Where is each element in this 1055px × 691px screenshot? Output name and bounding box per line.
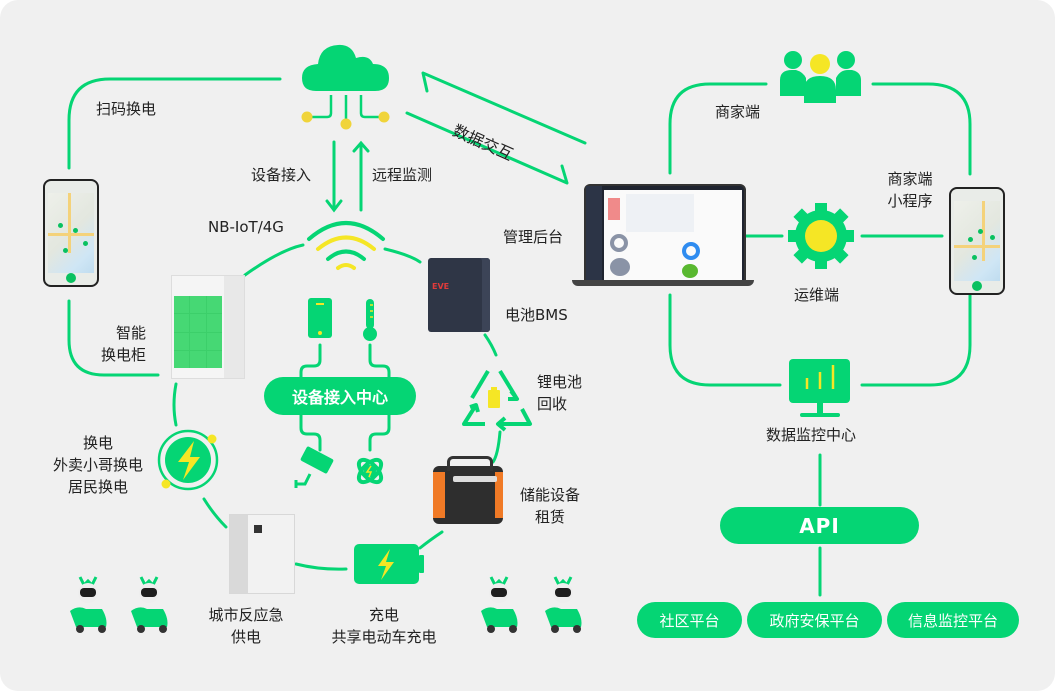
admin-dashboard-laptop (584, 184, 746, 284)
recycle-label: 锂电池 回收 (537, 371, 582, 415)
wire-camera (299, 412, 322, 452)
line-merchant-left (668, 82, 768, 175)
thermometer-icon (363, 299, 377, 341)
cabinet-label: 智能 换电柜 (90, 322, 146, 366)
ring-arc-7 (202, 497, 228, 529)
arrow-exchange-top (421, 71, 587, 145)
device-access-label: 设备接入 (251, 166, 312, 184)
ring-arc-6 (294, 562, 348, 571)
recycle-icon (462, 369, 532, 432)
line-phone-to-cabinet (67, 299, 160, 377)
phone-app-right (949, 187, 1005, 295)
line-monitor-right (860, 288, 972, 387)
wire-phone (299, 343, 322, 380)
mascot-icon (481, 576, 518, 633)
recycle-label-line2: 回收 (537, 395, 568, 413)
mascot-icon (131, 576, 168, 633)
mascot-icon (70, 576, 107, 633)
ring-arc-8 (172, 382, 178, 427)
charge-label: 充电 共享电动车充电 (314, 604, 454, 648)
battery-swap-icon (157, 429, 219, 491)
protocol-label: NB-IoT/4G (208, 218, 284, 236)
swap-label: 换电 外卖小哥换电 居民换电 (38, 432, 158, 498)
ring-arc-1 (243, 243, 305, 277)
portable-power-station (433, 456, 503, 524)
line-monitor-left (668, 293, 782, 387)
recycle-label-line1: 锂电池 (537, 373, 583, 391)
battery-bms-label: 电池BMS (505, 306, 568, 324)
merchant-label: 商家端 (715, 103, 761, 121)
data-monitor-icon (789, 359, 850, 417)
charge-label-line2: 共享电动车充电 (331, 628, 437, 646)
laptop-base (572, 280, 754, 286)
ring-arc-4 (491, 430, 502, 464)
merchant-users-icon (780, 51, 861, 103)
swap-label-line3: 居民换电 (67, 478, 128, 496)
mini-program-line1: 商家端 (887, 170, 933, 188)
platform-community[interactable]: 社区平台 (637, 602, 742, 638)
wifi-icon (307, 221, 385, 270)
bms-battery-pack: EVE (428, 258, 490, 332)
swap-label-line2: 外卖小哥换电 (52, 456, 143, 474)
charging-battery-icon (354, 544, 424, 584)
ring-arc-2 (383, 247, 422, 264)
charge-label-line1: 充电 (368, 606, 399, 624)
arrow-down (325, 140, 343, 213)
line-cloud-to-phone (67, 77, 282, 170)
monitor-center-label: 数据监控中心 (766, 426, 857, 444)
phone-app-left (43, 179, 99, 287)
storage-label: 储能设备 租赁 (510, 484, 590, 528)
phone-icon (308, 298, 332, 338)
storage-label-line1: 储能设备 (519, 486, 580, 504)
mini-program-label: 商家端 小程序 (878, 168, 942, 212)
mascot-icon (545, 576, 582, 633)
swap-label-line1: 换电 (82, 434, 113, 452)
cabinet-label-line2: 换电柜 (100, 346, 146, 364)
camera-icon (294, 446, 334, 488)
platform-government-security[interactable]: 政府安保平台 (747, 602, 882, 638)
remote-monitor-label: 远程监测 (372, 166, 433, 184)
admin-label: 管理后台 (503, 228, 564, 246)
smart-swap-cabinet (171, 275, 245, 379)
emergency-label: 城市反应急 供电 (196, 604, 296, 648)
ops-gear-icon (788, 203, 854, 269)
ring-arc-3 (483, 333, 498, 357)
emergency-power-unit (229, 514, 295, 594)
platform-info-monitor[interactable]: 信息监控平台 (887, 602, 1019, 638)
arrow-exchange-bottom (405, 111, 569, 185)
emergency-label-line2: 供电 (230, 628, 261, 646)
ring-arc-5 (418, 530, 444, 550)
line-merchant-right (871, 82, 972, 176)
cloud-icon (301, 44, 390, 130)
ops-label: 运维端 (794, 286, 840, 304)
wire-thermo (368, 343, 391, 380)
arrow-up (352, 140, 370, 212)
device-access-center[interactable]: 设备接入中心 (264, 377, 416, 415)
scan-swap-label: 扫码换电 (96, 100, 157, 118)
wire-atom (368, 412, 391, 452)
storage-label-line2: 租赁 (534, 508, 565, 526)
emergency-label-line1: 城市反应急 (208, 606, 284, 624)
cabinet-label-line1: 智能 (115, 324, 146, 342)
mini-program-line2: 小程序 (887, 192, 933, 210)
api-button[interactable]: API (720, 507, 919, 544)
energy-atom-icon (356, 457, 384, 485)
battery-brand-logo: EVE (432, 282, 450, 291)
